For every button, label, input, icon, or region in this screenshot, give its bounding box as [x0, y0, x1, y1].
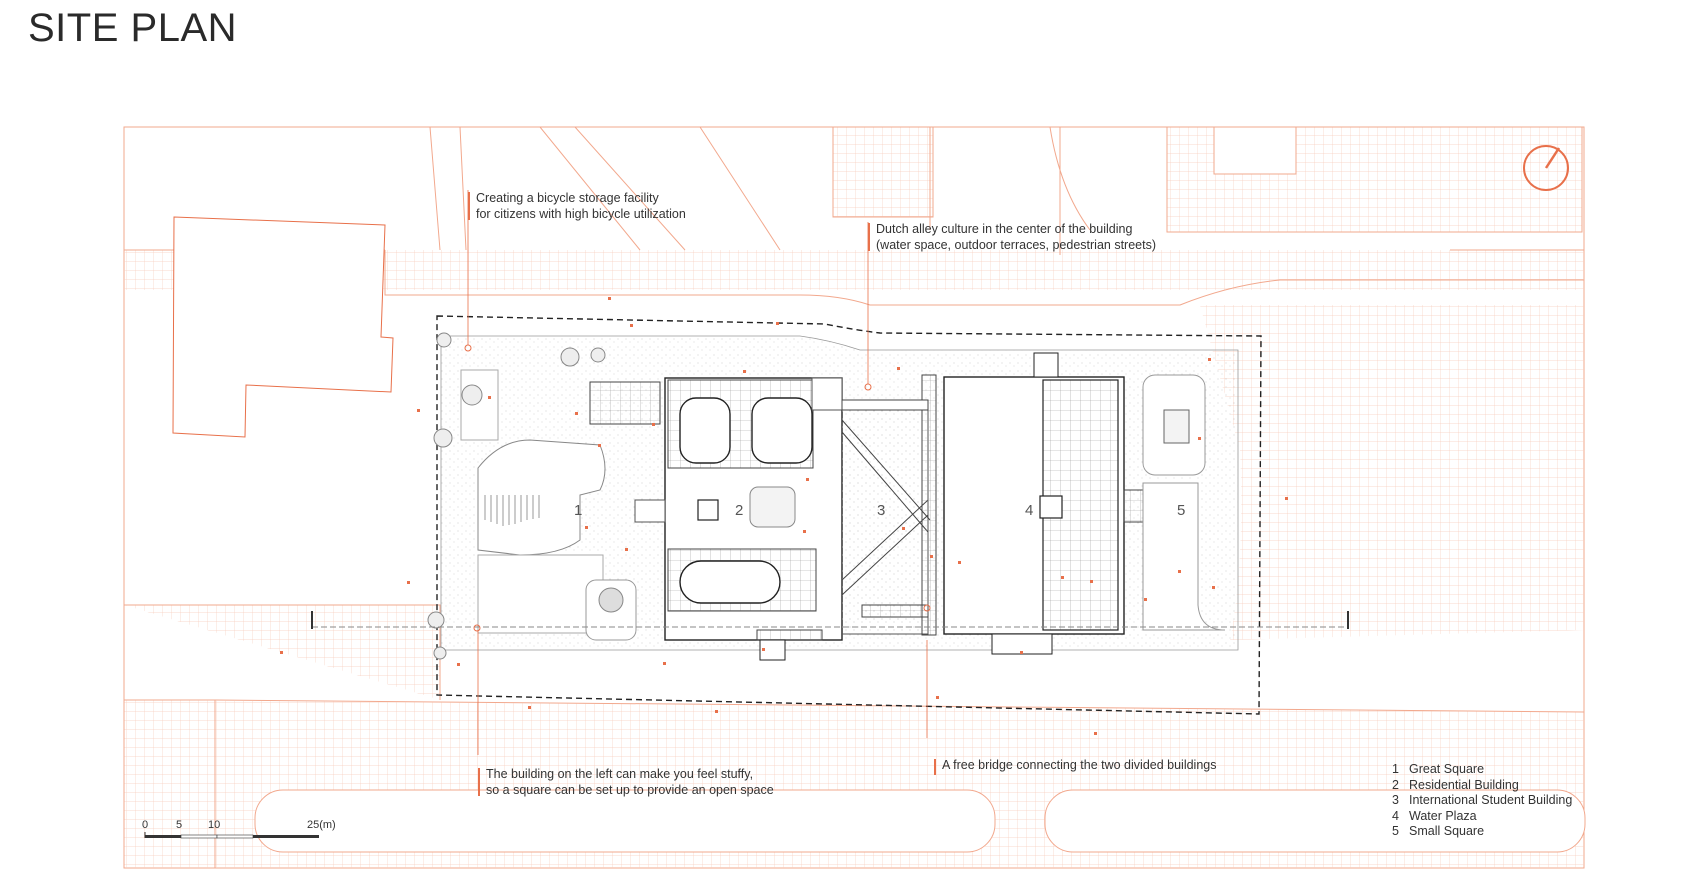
annotation-bicycle-storage: Creating a bicycle storage facility for …: [468, 190, 686, 222]
upper-road: [124, 250, 1584, 290]
north-arrow-icon: [1523, 145, 1569, 191]
scale-bar: [144, 832, 319, 839]
annotation-dutch-alley: Dutch alley culture in the center of the…: [868, 221, 1156, 253]
scale-tick-0: 0: [142, 819, 149, 831]
building-3-passage: [842, 409, 929, 635]
site-boundary: [436, 315, 1262, 715]
zone-number-1: 1: [574, 502, 583, 519]
zone-number-4: 4: [1025, 502, 1034, 519]
zone-number-5: 5: [1177, 502, 1186, 519]
annotation-open-square: The building on the left can make you fe…: [478, 766, 774, 798]
existing-building: [172, 216, 394, 438]
scale-tick-25: 25(m): [307, 819, 336, 831]
annotation-free-bridge: A free bridge connecting the two divided…: [934, 757, 1217, 775]
scale-tick-10: 10: [208, 819, 221, 831]
zone-number-3: 3: [877, 502, 886, 519]
page-title: SITE PLAN: [28, 6, 238, 50]
scale-tick-5: 5: [176, 819, 183, 831]
zone-number-2: 2: [735, 502, 744, 519]
